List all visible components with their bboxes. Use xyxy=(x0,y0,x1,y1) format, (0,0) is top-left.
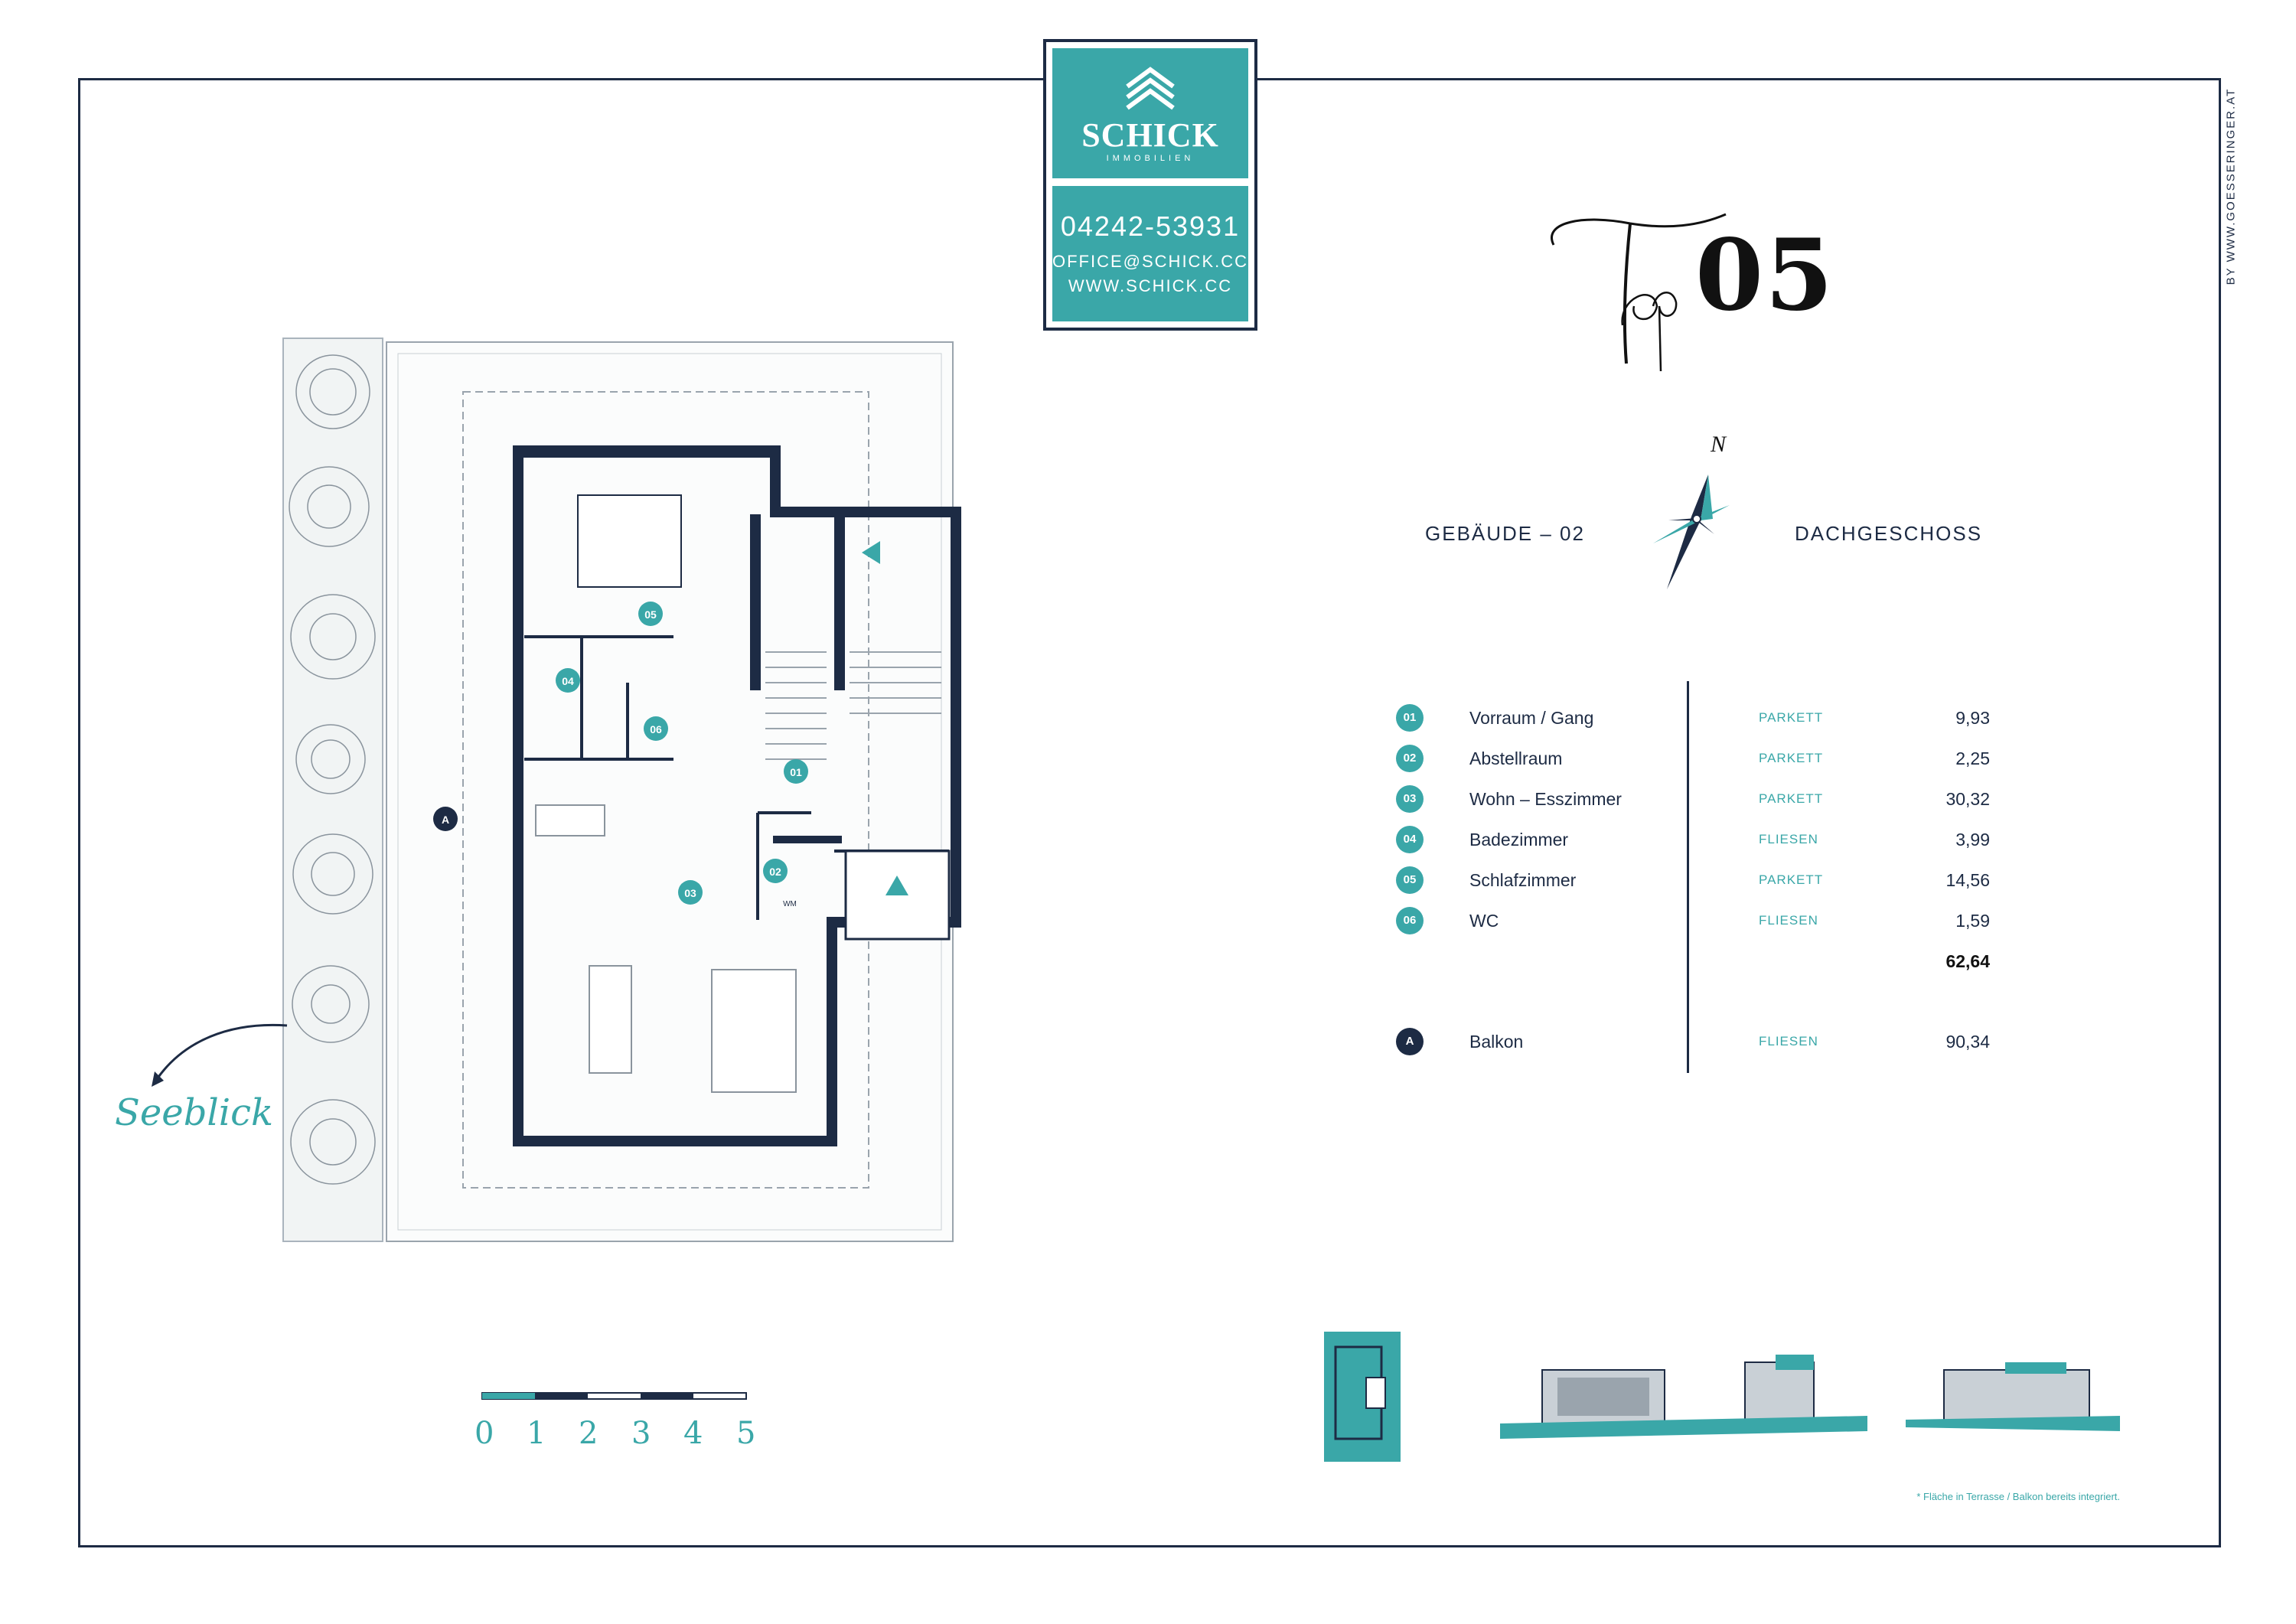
room-badge: 05 xyxy=(1396,866,1424,894)
plant-icons xyxy=(289,354,376,1185)
floor-plan: 01 02 03 04 05 06 A WM xyxy=(282,338,961,1242)
mini-site-plan xyxy=(1324,1332,1401,1462)
scale-label: 0 xyxy=(475,1416,494,1451)
room-badge: 01 xyxy=(1396,704,1424,732)
stairs xyxy=(765,651,941,760)
room-name: Abstellraum xyxy=(1469,748,1563,768)
elevator-icon xyxy=(885,876,908,895)
room-name: Badezimmer xyxy=(1469,830,1569,850)
plan-label-a: A xyxy=(442,814,449,826)
unit-number: 05 xyxy=(1695,218,1835,333)
walls xyxy=(513,445,961,1146)
outdoor-row: A Balkon FLIESEN 90,34 xyxy=(1393,1028,1990,1058)
room-badge: 03 xyxy=(1396,785,1424,813)
plan-label-04: 04 xyxy=(562,675,574,687)
room-name: Wohn – Esszimmer xyxy=(1469,789,1622,809)
brand-name: SCHICK xyxy=(1081,116,1219,154)
table-divider xyxy=(1687,681,1689,1073)
room-flooring: FLIESEN xyxy=(1759,913,1818,928)
seeblick-label: Seeblick xyxy=(115,1091,273,1134)
compass-icon: N xyxy=(1653,432,1730,589)
compass-north-label: N xyxy=(1710,432,1727,457)
room-table: 01 Vorraum / Gang PARKETT 9,93 02 Abstel… xyxy=(1393,681,1990,1079)
room-area: 30,32 xyxy=(1945,789,1990,809)
outdoor-flooring: FLIESEN xyxy=(1759,1034,1818,1048)
room-name: Schlafzimmer xyxy=(1469,870,1577,890)
credit-text[interactable]: BY WWW.GOESSERINGER.AT xyxy=(2224,87,2238,285)
brand-subtitle: IMMOBILIEN xyxy=(1106,154,1195,163)
floor-label: DACHGESCHOSS xyxy=(1795,522,1983,545)
room-row: 01 Vorraum / Gang PARKETT 9,93 xyxy=(1393,704,1990,735)
plan-label-03: 03 xyxy=(684,887,696,899)
room-name: WC xyxy=(1469,911,1499,931)
email-address[interactable]: OFFICE@SCHICK.CC xyxy=(1052,252,1249,271)
scale-label: 1 xyxy=(527,1416,546,1451)
seeblick-annotation: Seeblick xyxy=(115,1023,288,1134)
room-row: 05 Schlafzimmer PARKETT 14,56 xyxy=(1393,866,1990,897)
footnote: * Fläche in Terrasse / Balkon bereits in… xyxy=(1916,1491,2120,1502)
terrace-outline xyxy=(386,341,954,1242)
scale-label: 2 xyxy=(579,1416,598,1451)
building-label: GEBÄUDE – 02 xyxy=(1425,522,1585,545)
room-name: Vorraum / Gang xyxy=(1469,708,1594,728)
website-link[interactable]: WWW.SCHICK.CC xyxy=(1068,276,1233,295)
garden-strip xyxy=(282,338,383,1242)
outdoor-name: Balkon xyxy=(1469,1032,1524,1052)
room-badge: 02 xyxy=(1396,745,1424,772)
plan-label-05: 05 xyxy=(644,608,657,621)
total-area: 62,64 xyxy=(1945,951,1990,971)
building-elevation-side xyxy=(1906,1362,2120,1431)
building-elevation-front xyxy=(1500,1355,1867,1439)
room-flooring: PARKETT xyxy=(1759,872,1824,887)
room-flooring: PARKETT xyxy=(1759,751,1824,765)
room-area: 9,93 xyxy=(1955,708,1990,728)
stair-direction-icon xyxy=(862,541,880,564)
room-row: 02 Abstellraum PARKETT 2,25 xyxy=(1393,745,1990,775)
kitchen-counter xyxy=(535,804,605,836)
scale-label: 3 xyxy=(631,1416,651,1451)
brand-logo-box: SCHICK IMMOBILIEN 04242-53931 OFFICE@SCH… xyxy=(1043,39,1257,331)
credit-vertical: BY WWW.GOESSERINGER.AT xyxy=(2223,77,2242,298)
room-row: 06 WC FLIESEN 1,59 xyxy=(1393,907,1990,938)
room-area: 2,25 xyxy=(1955,748,1990,768)
room-badge: 04 xyxy=(1396,826,1424,853)
sofa xyxy=(711,969,797,1093)
scale-label: 5 xyxy=(736,1416,756,1451)
dining-table xyxy=(589,965,632,1074)
room-badges: 01 02 03 04 05 06 A WM xyxy=(433,602,808,908)
plan-label-wm: WM xyxy=(783,900,797,908)
room-badge: 06 xyxy=(1396,907,1424,934)
phone-number[interactable]: 04242-53931 xyxy=(1060,210,1241,242)
room-area: 1,59 xyxy=(1955,911,1990,931)
room-flooring: FLIESEN xyxy=(1759,832,1818,846)
bed xyxy=(577,494,682,588)
top-script-title xyxy=(1551,213,1727,372)
room-row: 03 Wohn – Esszimmer PARKETT 30,32 xyxy=(1393,785,1990,816)
outdoor-badge: A xyxy=(1396,1028,1424,1055)
contact-block: 04242-53931 OFFICE@SCHICK.CC WWW.SCHICK.… xyxy=(1052,186,1248,321)
outdoor-area: 90,34 xyxy=(1945,1032,1990,1052)
room-row: 04 Badezimmer FLIESEN 3,99 xyxy=(1393,826,1990,856)
room-area: 3,99 xyxy=(1955,830,1990,850)
scale-label: 4 xyxy=(683,1416,703,1451)
total-row: 62,64 xyxy=(1393,947,1990,978)
scale-bar xyxy=(481,1392,747,1400)
plan-label-01: 01 xyxy=(790,766,802,778)
room-area: 14,56 xyxy=(1945,870,1990,890)
plan-label-02: 02 xyxy=(769,866,781,878)
plan-label-06: 06 xyxy=(650,723,662,735)
house-logo-icon xyxy=(1126,67,1175,110)
room-flooring: PARKETT xyxy=(1759,710,1824,725)
room-flooring: PARKETT xyxy=(1759,791,1824,806)
brand-logo: SCHICK IMMOBILIEN xyxy=(1052,48,1248,178)
